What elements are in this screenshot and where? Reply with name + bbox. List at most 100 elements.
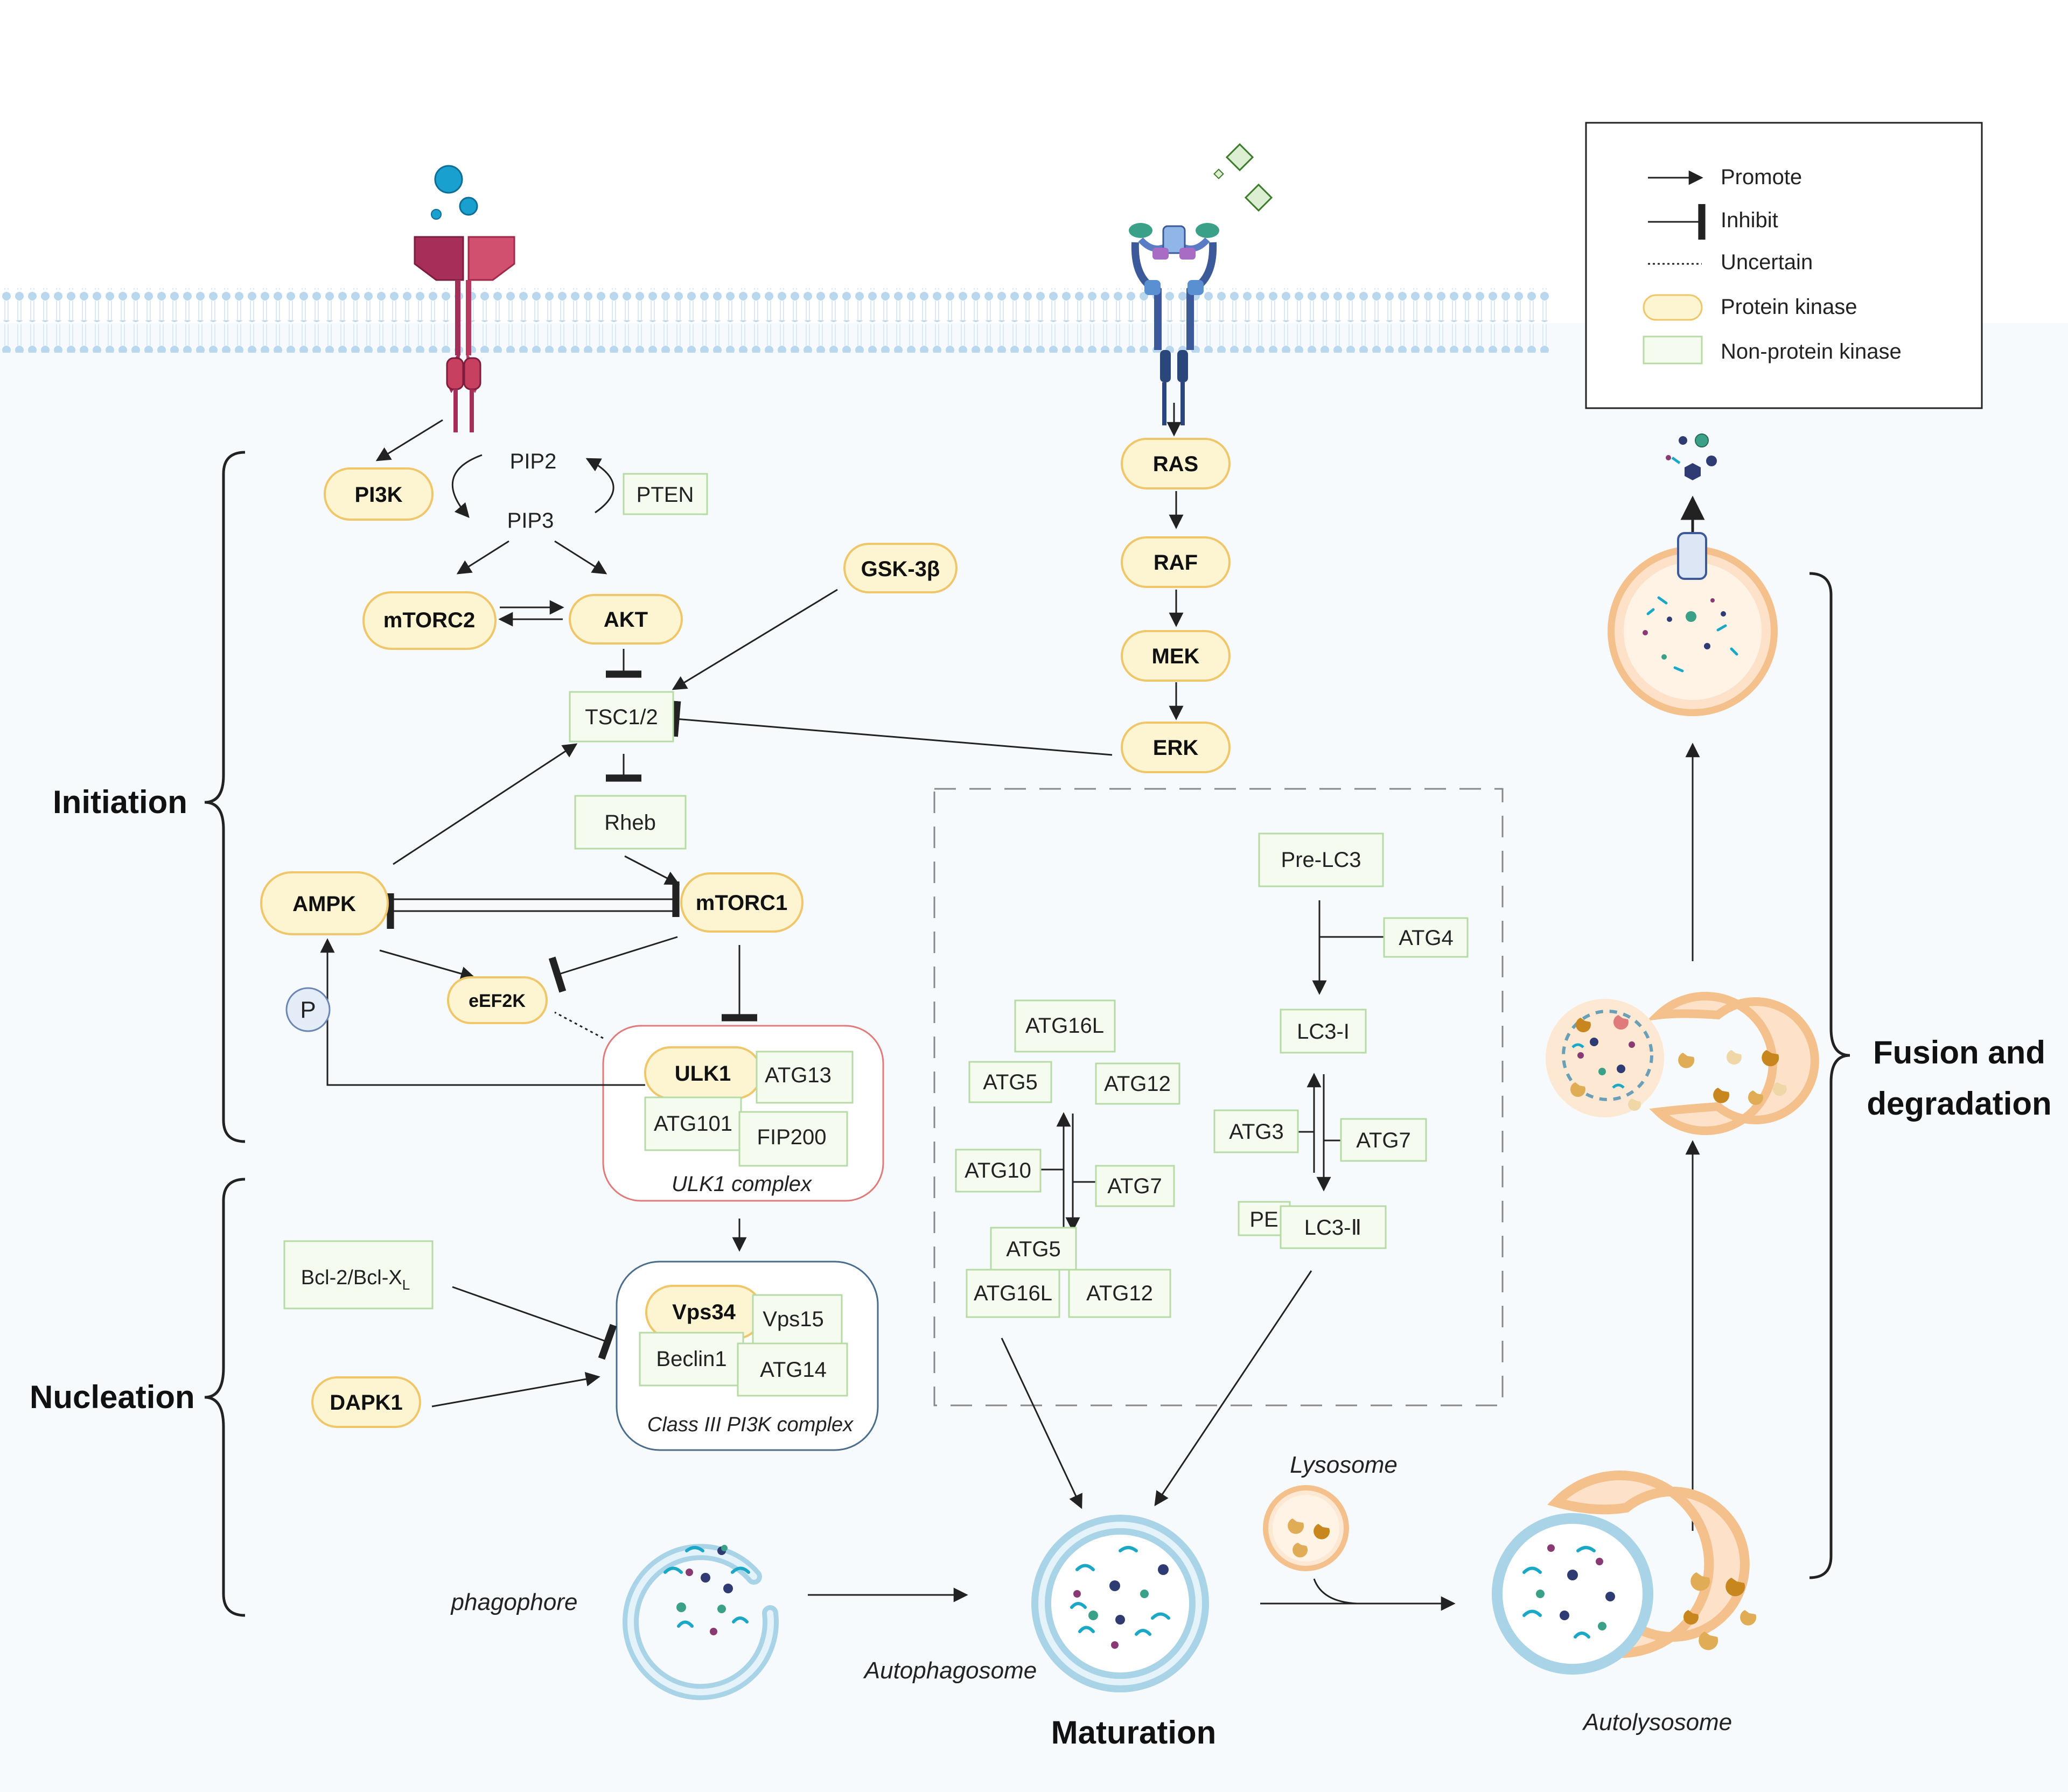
ulk1-complex-label: ULK1 complex [672, 1172, 813, 1196]
vps15-box [752, 1294, 843, 1347]
akt-label: AKT [604, 608, 648, 632]
erk-pill [1121, 722, 1231, 773]
bcl2-label: Bcl-2/Bcl-X [301, 1266, 402, 1289]
atg101-box [644, 1096, 742, 1151]
legend: Promote Inhibit Uncertain Protein kinase… [1585, 122, 1983, 409]
legend-kinase-swatch [1643, 294, 1703, 321]
prelc3-box [1258, 832, 1384, 887]
atg16l-bottom-label: ATG16L [974, 1282, 1052, 1305]
atg5-top-label: ATG5 [983, 1070, 1038, 1094]
prelc3-label: Pre-LC3 [1281, 848, 1361, 872]
legend-non-protein-kinase: Non-protein kinase [1721, 340, 1902, 363]
atg3-box [1213, 1109, 1299, 1153]
rheb-label: Rheb [604, 811, 656, 835]
phosphate-label: P [300, 997, 316, 1023]
pten-label: PTEN [637, 483, 694, 507]
atg14-label: ATG14 [760, 1358, 827, 1382]
dapk1-pill [311, 1376, 421, 1428]
cytoplasm [0, 323, 2068, 1792]
edge-ulk1-ampk [320, 938, 645, 1086]
pe-label: PE [1249, 1208, 1278, 1231]
atg5-top-box [968, 1061, 1052, 1103]
raf-pill [1121, 536, 1231, 588]
initiation-brace [204, 451, 246, 1143]
beclin1-label: Beclin1 [656, 1347, 726, 1371]
lc3ii-label: LC3-Ⅱ [1304, 1216, 1361, 1240]
stage-nucleation: Nucleation [30, 1379, 195, 1415]
atg13-label: ATG13 [765, 1063, 832, 1087]
stage-initiation: Initiation [53, 784, 187, 820]
lysosome-label: Lysosome [1290, 1452, 1398, 1478]
gsk3b-pill [843, 543, 958, 593]
atg3-label: ATG3 [1229, 1120, 1284, 1144]
receptor-tyrosine-kinase [1129, 143, 1273, 425]
lysosome-vesicle [1263, 1485, 1349, 1571]
edge-lysosome-fusion [1313, 1578, 1358, 1605]
atg5-bottom-label: ATG5 [1006, 1237, 1061, 1261]
lc3i-label: LC3-I [1297, 1020, 1350, 1044]
stage-maturation: Maturation [1051, 1714, 1217, 1751]
tsc12-label: TSC1/2 [585, 705, 658, 729]
ulk1-label: ULK1 [675, 1062, 731, 1086]
atg7-right-box [1340, 1118, 1427, 1162]
pip3-label: PIP3 [507, 509, 554, 533]
phosphate-badge [285, 987, 331, 1032]
atg12-top-box [1095, 1062, 1180, 1105]
legend-inhibit: Inhibit [1721, 208, 1778, 232]
edge-pip3-akt [554, 540, 607, 575]
lc3ii-box [1280, 1205, 1387, 1249]
phagophore-label: phagophore [450, 1589, 578, 1615]
mtorc2-label: mTORC2 [383, 608, 475, 632]
edge-erk-tsc [670, 701, 1113, 756]
fip200-label: FIP200 [757, 1125, 827, 1149]
ampk-label: AMPK [292, 892, 356, 916]
atg12-bottom-box [1068, 1269, 1171, 1318]
atg16l-top-box [1014, 999, 1116, 1053]
bcl2-group: Bcl-2/Bcl-XL [301, 1266, 410, 1293]
atg4-box [1383, 917, 1469, 958]
pten-box [623, 473, 708, 515]
atg7-left-box [1095, 1165, 1175, 1207]
fip200-box [738, 1111, 848, 1167]
eef2k-label: eEF2K [469, 991, 526, 1011]
stage-fusion-line2: degradation [1867, 1086, 2051, 1122]
edge-rheb-mtorc1 [624, 855, 680, 885]
pip2-label: PIP2 [510, 450, 557, 473]
dapk1-label: DAPK1 [330, 1391, 403, 1415]
ras-pill [1121, 438, 1231, 489]
mek-pill [1121, 630, 1231, 682]
atg16l-bottom-box [966, 1269, 1060, 1318]
atg101-label: ATG101 [654, 1112, 732, 1136]
edge-pip3-mtorc2 [456, 540, 509, 575]
released-molecules [1666, 433, 1717, 480]
pi3k-label: PI3K [355, 483, 403, 507]
bcl2-box [283, 1240, 434, 1310]
legend-box-swatch [1643, 335, 1703, 365]
tsc12-box [569, 691, 674, 743]
eef2k-pill [447, 976, 548, 1024]
edge-atg16l-autophagosome [1001, 1338, 1082, 1509]
legend-promote: Promote [1721, 165, 1802, 189]
stage-fusion-line1: Fusion and [1873, 1034, 2045, 1070]
raf-label: RAF [1154, 551, 1198, 575]
atg12-top-label: ATG12 [1104, 1072, 1171, 1096]
atg16l-top-label: ATG16L [1025, 1014, 1104, 1038]
mtorc1-pill [680, 872, 804, 933]
edge-pip2-pip3 [451, 454, 483, 519]
bcl2-subscript: L [402, 1277, 410, 1293]
mtorc2-pill [362, 591, 497, 650]
degraded-autolysosome [1608, 532, 1778, 716]
vps15-label: Vps15 [763, 1307, 823, 1331]
atg4-label: ATG4 [1399, 926, 1454, 950]
mtorc1-label: mTORC1 [696, 891, 787, 915]
atg12-bottom-label: ATG12 [1086, 1282, 1153, 1305]
rheb-box [574, 795, 687, 850]
autolysosome-vesicle [1492, 1471, 1757, 1675]
lc3-conjugation-region [933, 788, 1504, 1406]
kinase-nodes: PI3K mTORC2 AKT GSK-3β AMPK mTORC1 eEF2K… [260, 438, 1231, 1428]
autophagosome-label: Autophagosome [863, 1657, 1037, 1684]
pathway-edges [320, 403, 1705, 1611]
non-kinase-nodes: PIP2 PIP3 PTEN TSC1/2 Rheb P ATG13 ATG10… [283, 450, 1469, 1436]
edge-lc3ii-autophagosome [1154, 1270, 1312, 1507]
